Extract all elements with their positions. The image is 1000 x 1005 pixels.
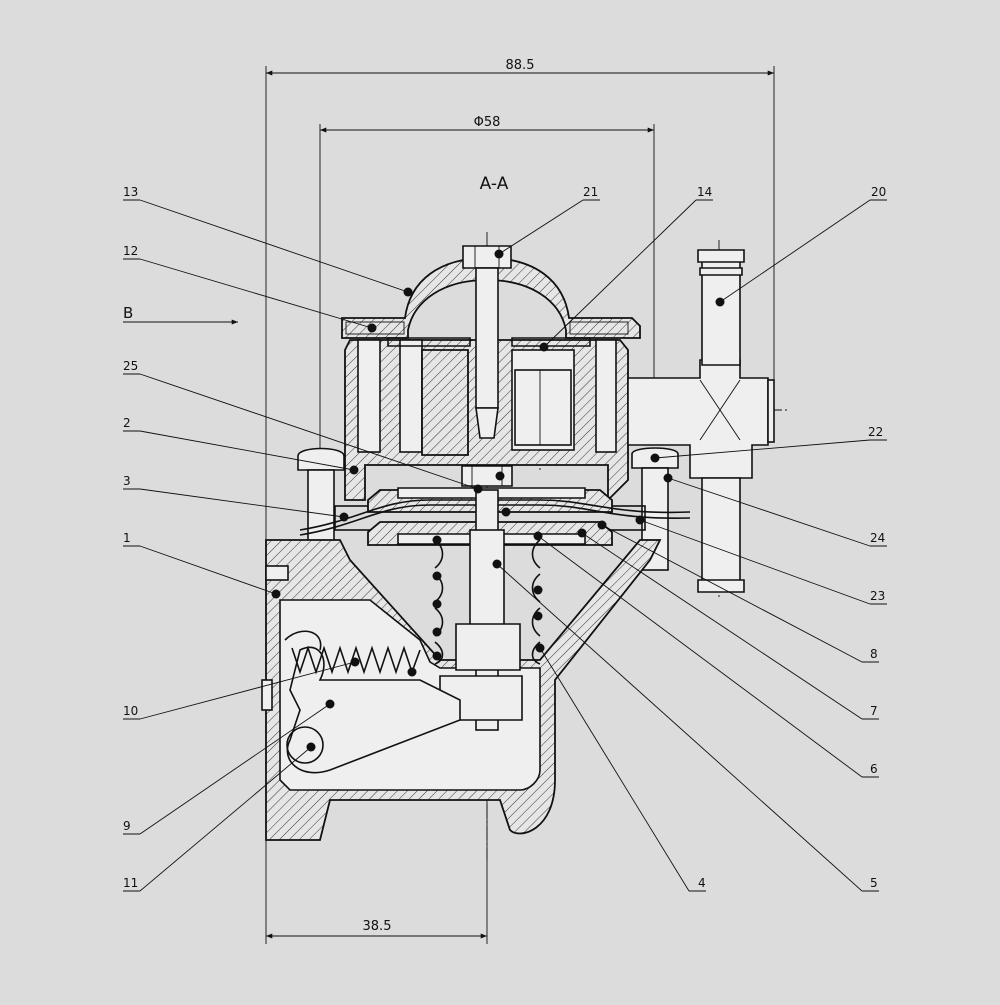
view-arrow-b: B <box>123 304 238 325</box>
dimension-overall-width: 88.5 <box>265 58 775 540</box>
callout-25: 25 <box>123 359 138 373</box>
diameter-text: Φ58 <box>474 115 501 130</box>
callout-9: 9 <box>123 819 131 833</box>
upper-housing <box>344 337 629 503</box>
callout-3: 3 <box>123 474 131 488</box>
callout-13: 13 <box>123 185 138 199</box>
dimension-offset: 38.5 <box>265 720 488 944</box>
top-cover <box>341 257 641 339</box>
callout-14: 14 <box>697 185 712 199</box>
outlet-fitting <box>627 249 775 593</box>
callout-21: 21 <box>583 185 598 199</box>
callout-4: 4 <box>698 876 706 890</box>
diaphragm-spring <box>434 539 541 665</box>
callout-22: 22 <box>868 425 883 439</box>
callouts-right: 21 14 20 22 24 23 8 7 6 4 5 <box>492 185 887 892</box>
view-label: B <box>123 304 133 322</box>
offset-text: 38.5 <box>363 919 392 934</box>
callout-6: 6 <box>870 762 878 776</box>
callout-12: 12 <box>123 244 138 258</box>
overall-width-text: 88.5 <box>506 58 535 73</box>
section-label: A-A <box>480 174 509 194</box>
callout-8: 8 <box>870 647 878 661</box>
callouts-left: 13 12 25 2 3 1 10 9 11 <box>123 185 483 892</box>
callout-7: 7 <box>870 704 878 718</box>
rocker-lever <box>284 630 461 774</box>
part-markers <box>407 471 543 677</box>
callout-11: 11 <box>123 876 138 890</box>
callout-2: 2 <box>123 416 131 430</box>
center-bolt <box>462 245 512 439</box>
callout-20: 20 <box>871 185 886 199</box>
callout-1: 1 <box>123 531 131 545</box>
return-spring <box>291 645 421 675</box>
callout-23: 23 <box>870 589 885 603</box>
callout-5: 5 <box>870 876 878 890</box>
callout-10: 10 <box>123 704 138 718</box>
callout-24: 24 <box>870 531 885 545</box>
